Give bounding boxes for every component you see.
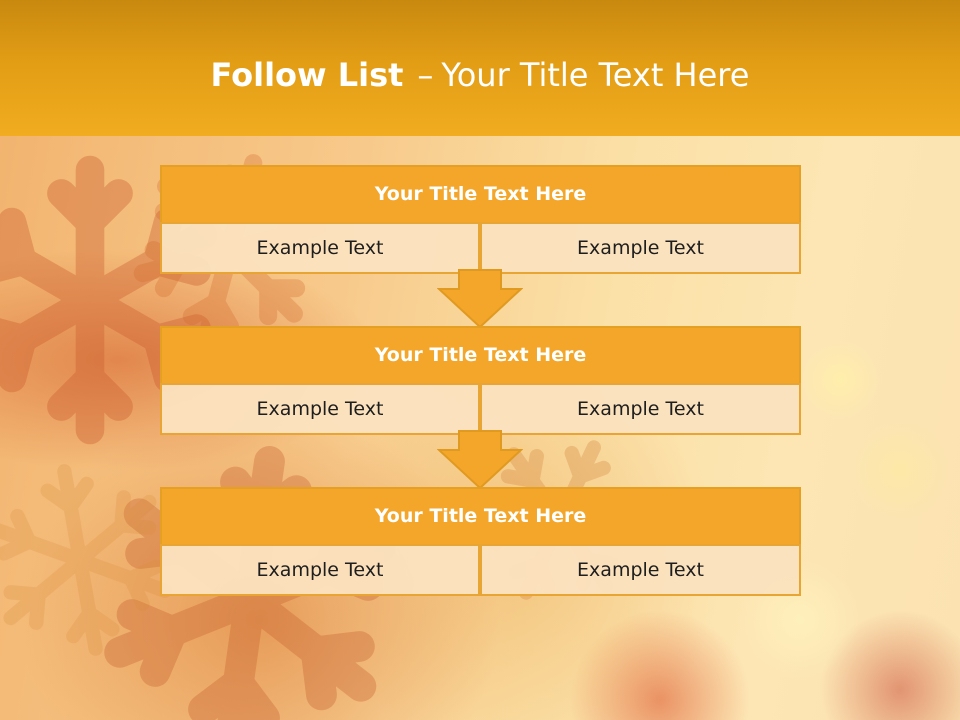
header-band [0,0,960,136]
slide-title: Follow List–Your Title Text Here [0,52,960,98]
step-right-cell: Example Text [480,222,801,274]
step-left-cell: Example Text [160,222,480,274]
step-title: Your Title Text Here [160,326,801,385]
slide-title-bold: Follow List [210,56,404,94]
step-left-cell: Example Text [160,544,480,596]
step-title: Your Title Text Here [160,165,801,224]
step-left-cell: Example Text [160,383,480,435]
slide-title-rest: Your Title Text Here [441,56,750,94]
slide-title-separator: – [417,56,434,94]
step-right-cell: Example Text [480,383,801,435]
down-arrow-icon [437,430,523,490]
down-arrow-icon [437,269,523,329]
step-right-cell: Example Text [480,544,801,596]
step-title: Your Title Text Here [160,487,801,546]
